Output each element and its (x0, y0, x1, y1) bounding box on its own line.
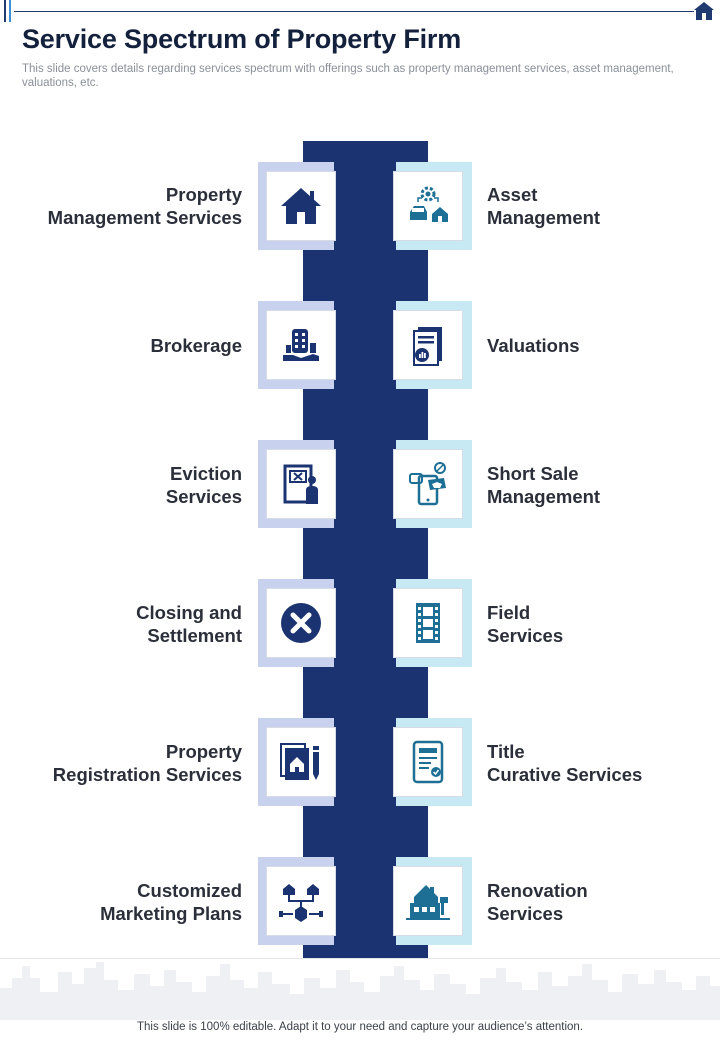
header-accent-bars (4, 0, 12, 22)
service-tile-renovation[interactable] (393, 866, 463, 936)
renovation-house-icon (406, 885, 450, 920)
close-circle-icon (281, 603, 321, 643)
short-sale-phone-icon (409, 462, 446, 506)
city-skyline-graphic (0, 962, 720, 1020)
registration-document-pen-icon (280, 743, 319, 780)
service-tile-brokerage[interactable] (266, 310, 336, 380)
brokerage-hand-building-icon (283, 329, 319, 361)
marketing-network-icon (279, 884, 323, 922)
header-rule (14, 11, 694, 12)
center-spine (303, 141, 428, 959)
service-tile-title-curative[interactable] (393, 727, 463, 797)
page-subtitle: This slide covers details regarding serv… (22, 63, 674, 89)
valuation-document-chart-icon (413, 327, 442, 366)
home-icon[interactable] (692, 0, 716, 22)
service-tile-customized-marketing[interactable] (266, 866, 336, 936)
footer-rule (0, 958, 720, 959)
service-label-valuations: Valuations (487, 335, 580, 356)
service-tile-closing-settlement[interactable] (266, 588, 336, 658)
service-tile-asset-management[interactable] (393, 171, 463, 241)
service-tile-eviction[interactable] (266, 449, 336, 519)
asset-gear-car-house-icon (410, 186, 448, 222)
service-label-brokerage: Brokerage (150, 335, 242, 356)
service-tile-short-sale[interactable] (393, 449, 463, 519)
service-tile-valuations[interactable] (393, 310, 463, 380)
eviction-door-person-icon (283, 464, 318, 504)
page-title: Service Spectrum of Property Firm (22, 24, 462, 54)
footer-note: This slide is 100% editable. Adapt it to… (136, 1021, 584, 1033)
title-certificate-icon (412, 740, 444, 784)
house-icon (281, 188, 321, 224)
service-tile-property-registration[interactable] (266, 727, 336, 797)
service-tile-property-management[interactable] (266, 171, 336, 241)
field-film-strip-icon (416, 603, 440, 643)
service-tile-field-services[interactable] (393, 588, 463, 658)
